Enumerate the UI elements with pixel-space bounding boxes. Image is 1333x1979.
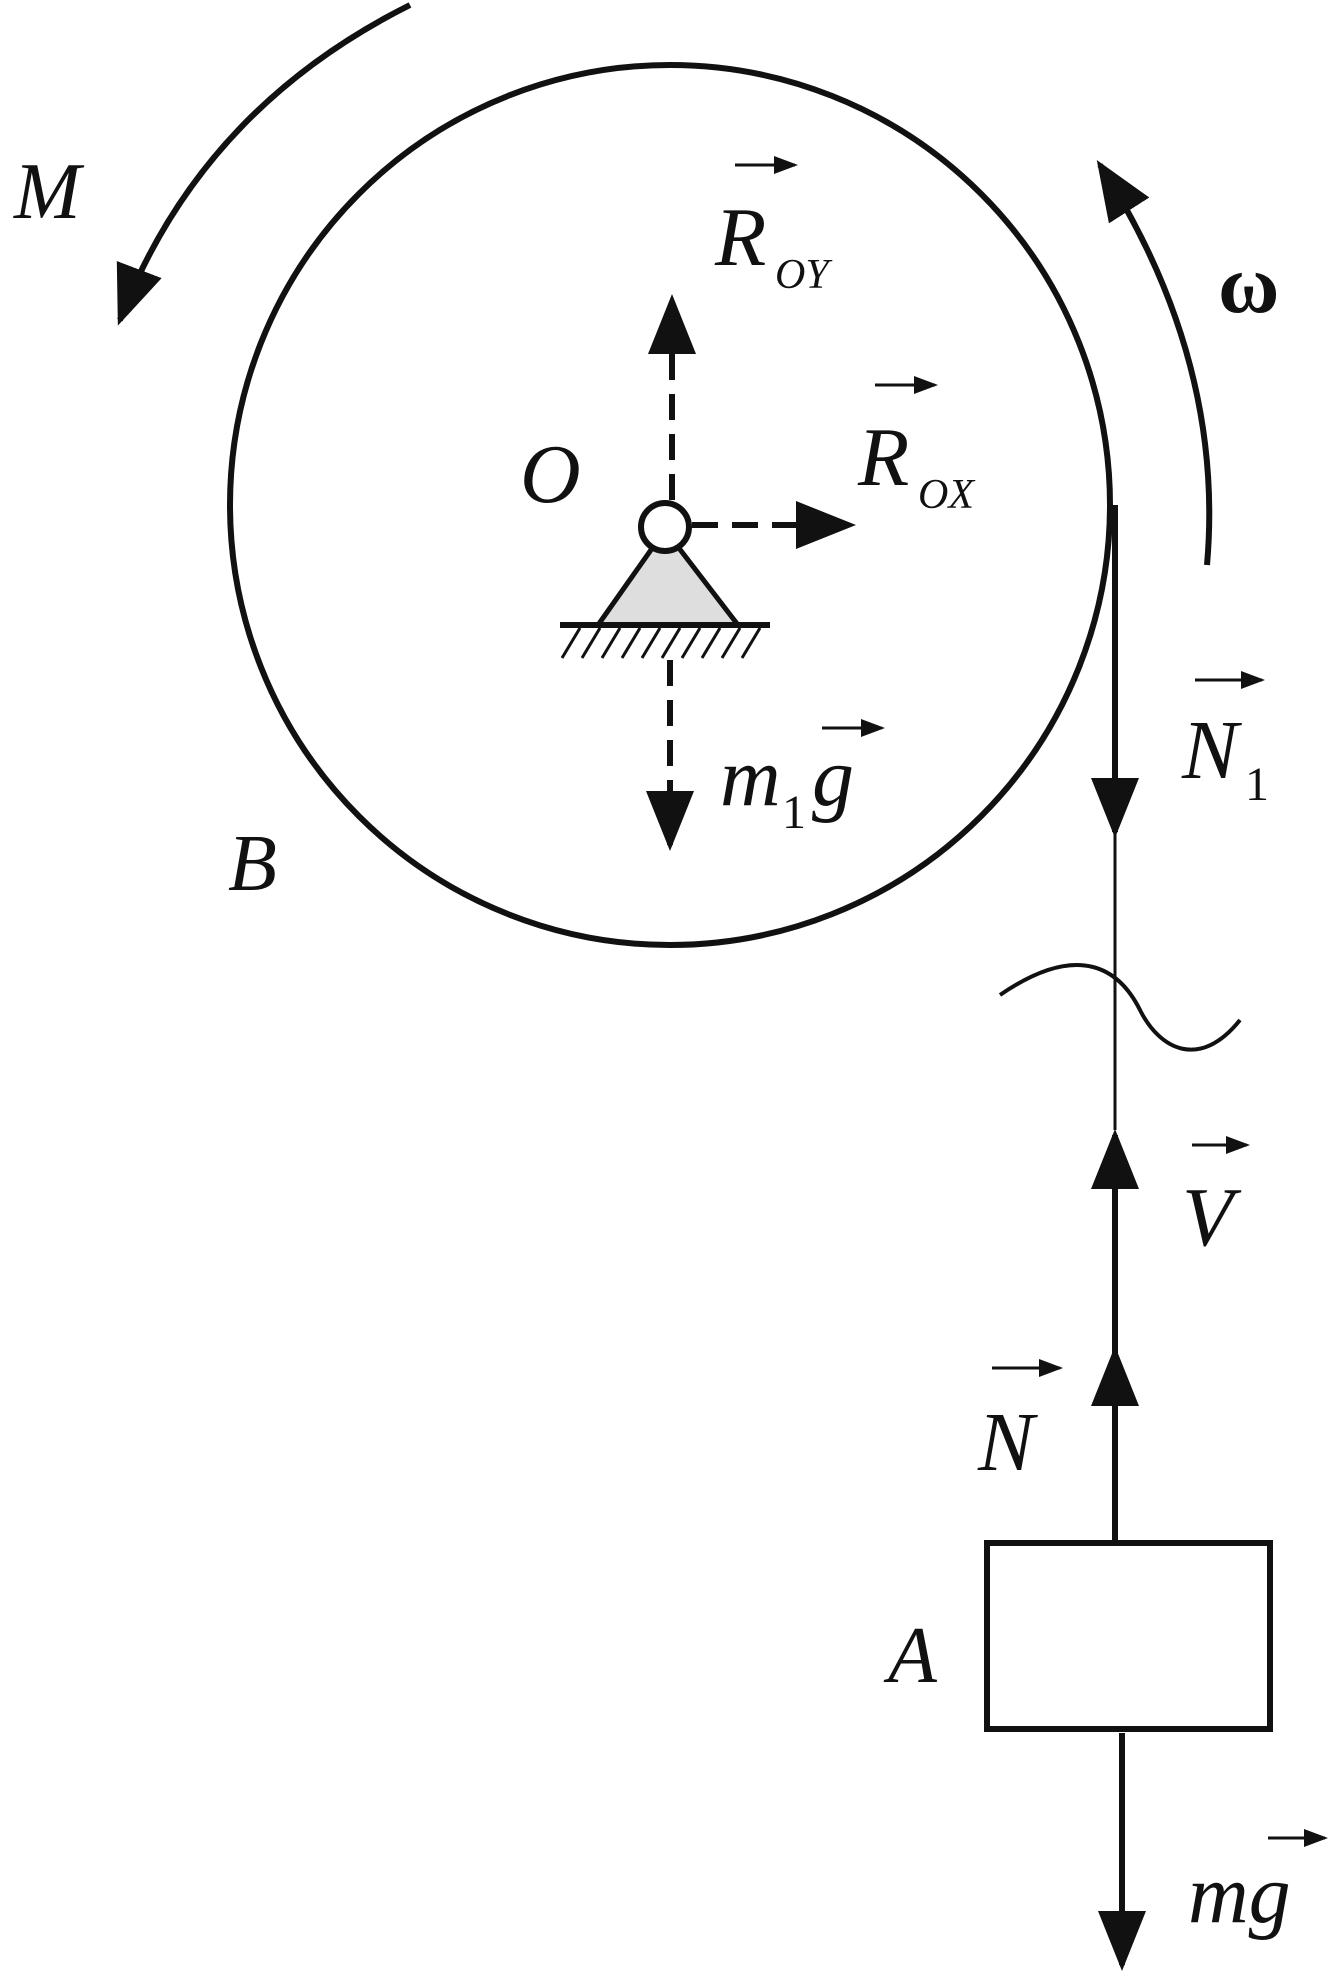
svg-text:N: N [1181,704,1242,797]
svg-text:R: R [714,191,766,284]
svg-text:mg: mg [1188,1848,1291,1941]
drum-weight-label: m 1 g [720,719,885,839]
block-label: A [883,1612,938,1700]
rope-break-symbol [998,963,1242,1052]
reaction-ox-label: R OX [857,376,976,518]
rope-tension-block-label: N [977,1359,1063,1489]
angular-velocity-label: ω [1218,238,1279,331]
svg-text:R: R [857,411,909,504]
svg-text:g: g [812,731,854,824]
svg-text:OY: OY [775,252,833,298]
rope-tension-top-label: N 1 [1181,671,1269,811]
angular-velocity-arc-arrow [1096,159,1213,566]
drum-label: B [228,820,277,908]
moment-arc-arrow [116,2,412,326]
svg-text:1: 1 [782,786,806,839]
block-weight-label: mg [1188,1829,1328,1941]
svg-text:V: V [1182,1171,1242,1264]
velocity-label: V [1182,1136,1250,1264]
drum-circle [227,62,1113,948]
block-a [984,1540,1273,1732]
svg-text:1: 1 [1245,758,1269,811]
svg-text:N: N [977,1396,1038,1489]
svg-text:m: m [720,731,781,824]
ground-hatching [560,627,762,659]
svg-text:OX: OX [918,472,976,518]
moment-label: M [13,148,85,236]
pivot-label: O [520,428,581,521]
pivot-hinge [638,500,692,554]
reaction-oy-label: R OY [714,156,833,298]
